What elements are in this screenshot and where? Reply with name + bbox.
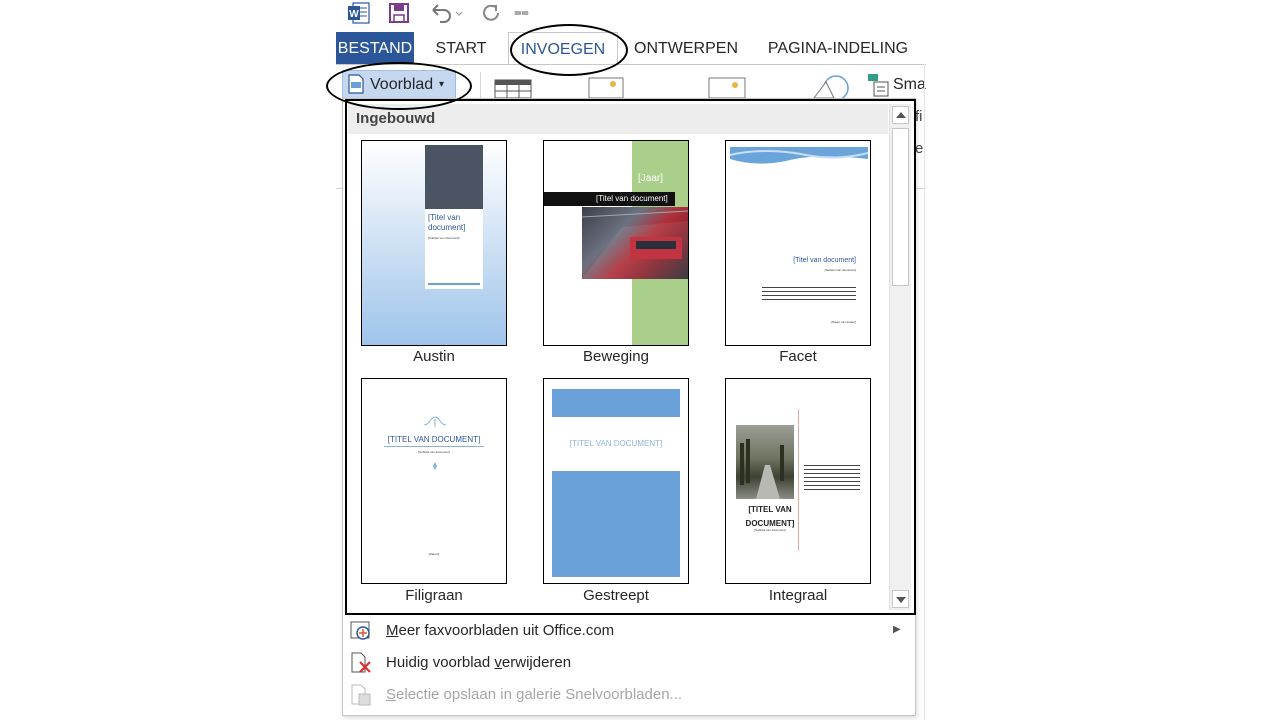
gallery-highlight-frame — [345, 99, 916, 615]
cover-gestreept[interactable]: [TITEL VAN DOCUMENT] — [543, 378, 689, 584]
gestreept-bottom-block — [552, 471, 680, 577]
tab-file[interactable]: BESTAND — [336, 32, 414, 65]
ribbon-text-fragment: fi — [915, 108, 923, 125]
austin-title: [Titel van document] — [428, 213, 466, 232]
beweging-title-bar — [544, 192, 675, 206]
beweging-title: [Titel van document] — [596, 194, 668, 203]
filigraan-footer: [Datum] — [428, 552, 440, 556]
filigraan-rule — [384, 446, 484, 447]
cover-filigraan[interactable]: [TITEL VAN DOCUMENT] [Subtitel van docum… — [361, 378, 507, 584]
word-icon: W — [348, 2, 370, 24]
tab-layout[interactable]: PAGINA-INDELING — [767, 40, 909, 57]
scroll-up-button[interactable] — [892, 106, 909, 124]
gestreept-title: [TITEL VAN DOCUMENT] — [569, 439, 663, 448]
filigraan-title: [TITEL VAN DOCUMENT] — [387, 435, 481, 444]
cover-beweging[interactable]: [Jaar] [Titel van document] — [543, 140, 689, 346]
facet-footer: [Naam van auteur] — [831, 320, 856, 324]
integraal-divider — [798, 409, 799, 551]
save-selection-icon — [350, 684, 372, 706]
picture-icon[interactable] — [588, 76, 624, 99]
save-icon[interactable] — [388, 2, 410, 24]
cover-label: Integraal — [768, 587, 828, 604]
office-com-icon — [350, 620, 372, 642]
ribbon-text-fragment: e — [915, 140, 924, 157]
road-photo — [736, 425, 794, 499]
gallery-section-title: Ingebouwd — [356, 110, 436, 127]
smartart-label: Sma — [893, 76, 926, 93]
facet-body-lines — [762, 287, 856, 301]
ribbon-separator — [480, 72, 481, 100]
integraal-subtitle: [Subtitel van document] — [754, 528, 786, 532]
beweging-year: [Jaar] — [638, 173, 664, 184]
submenu-arrow-icon: ▶ — [893, 624, 901, 635]
smartart-icon[interactable] — [866, 72, 890, 98]
menu-save-label: Selectie opslaan in galerie Snelvoorblad… — [386, 686, 683, 703]
window-edge — [924, 64, 925, 720]
cover-label: Austin — [413, 348, 455, 365]
scroll-down-button[interactable] — [892, 590, 909, 608]
facet-title: [Titel van document] — [793, 257, 856, 264]
filigree-ornament-small-icon — [433, 462, 437, 470]
filigraan-subtitle: [Subtitel van document] — [418, 450, 450, 454]
cover-label: Beweging — [583, 348, 649, 365]
redo-icon[interactable] — [480, 2, 502, 24]
cover-label: Filigraan — [405, 587, 463, 604]
facet-header-waves — [729, 147, 869, 164]
tab-design[interactable]: ONTWERPEN — [634, 40, 738, 57]
online-picture-icon[interactable] — [708, 76, 746, 99]
tab-home[interactable]: START — [435, 40, 487, 57]
gallery-section-header — [348, 104, 888, 134]
cover-facet[interactable]: [Titel van document] [Subtitel van docum… — [725, 140, 871, 346]
table-icon[interactable] — [494, 76, 532, 99]
austin-dark-band — [425, 145, 483, 209]
undo-icon[interactable] — [428, 2, 464, 24]
remove-cover-icon — [350, 652, 372, 674]
facet-subtitle: [Subtitel van document] — [824, 268, 856, 272]
austin-rule — [428, 283, 480, 285]
scroll-up-icon — [895, 112, 906, 118]
scroll-thumb[interactable] — [892, 128, 909, 286]
ribbon-divider — [336, 64, 926, 65]
integraal-title: [TITEL VAN DOCUMENT] — [745, 505, 795, 529]
svg-text:W: W — [349, 9, 359, 20]
cover-label: Facet — [779, 348, 817, 365]
integraal-body-lines — [804, 465, 860, 491]
cover-label: Gestreept — [583, 587, 649, 604]
scroll-down-icon — [895, 597, 906, 603]
menu-more-label: Meer faxvoorbladen uit Office.com — [386, 622, 615, 639]
austin-subtitle: [Subtitel van document] — [428, 236, 460, 240]
filigree-ornament-icon — [423, 416, 447, 427]
cover-austin[interactable]: [Titel van document] [Subtitel van docum… — [361, 140, 507, 346]
highlight-ellipse-insert-tab — [510, 24, 628, 76]
highlight-ellipse-cover-button — [326, 62, 472, 110]
shapes-icon[interactable] — [808, 72, 852, 101]
menu-remove-label: Huidig voorblad verwijderen — [386, 654, 572, 671]
train-photo — [581, 207, 688, 279]
customize-icon[interactable]: ⩵ — [514, 4, 529, 19]
gestreept-top-band — [552, 389, 680, 417]
cover-integraal[interactable]: [TITEL VAN DOCUMENT] [Subtitel van docum… — [725, 378, 871, 584]
